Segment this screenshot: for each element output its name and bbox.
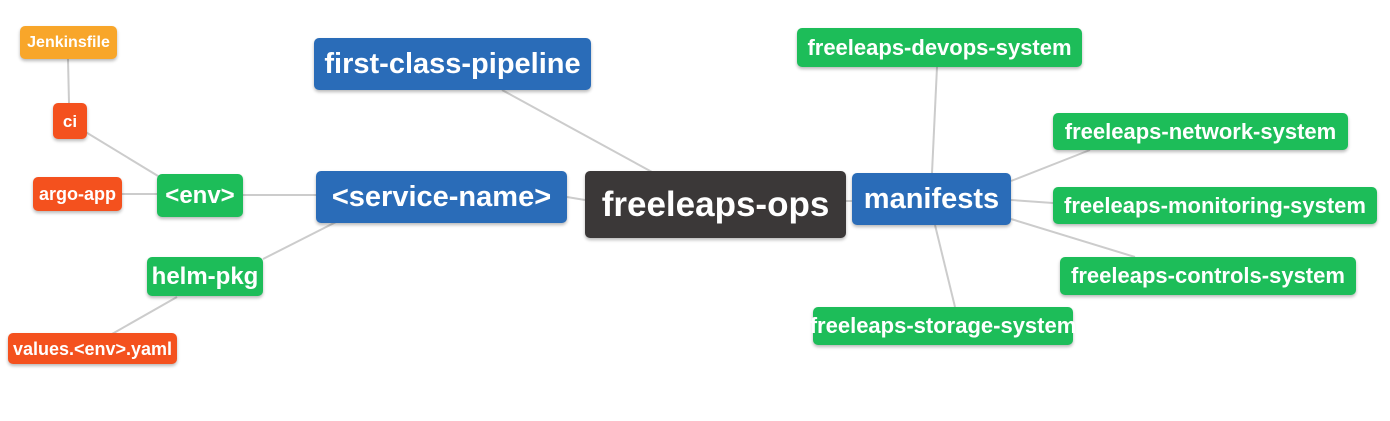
- edge-helmpkg-servicename: [262, 221, 337, 260]
- node-controls-system[interactable]: freeleaps-controls-system: [1060, 257, 1356, 295]
- edge-manifests-storage: [934, 224, 956, 308]
- edge-jenkinsfile-ci: [67, 58, 70, 104]
- edge-manifests-network: [1010, 149, 1091, 182]
- node-network-system[interactable]: freeleaps-network-system: [1053, 113, 1348, 150]
- node-first-class-pipeline[interactable]: first-class-pipeline: [314, 38, 591, 90]
- node-freeleaps-ops[interactable]: freeleaps-ops: [585, 171, 846, 238]
- node-env[interactable]: <env>: [157, 174, 243, 217]
- edge-values-helmpkg: [111, 296, 178, 335]
- edge-manifests-monitoring: [1010, 199, 1054, 204]
- edge-manifests-devops: [931, 66, 938, 174]
- node-storage-system[interactable]: freeleaps-storage-system: [810, 307, 1076, 345]
- node-values-env-yaml[interactable]: values.<env>.yaml: [8, 333, 177, 364]
- node-jenkinsfile[interactable]: Jenkinsfile: [20, 26, 117, 59]
- node-manifests[interactable]: manifests: [852, 173, 1011, 225]
- node-ci[interactable]: ci: [53, 103, 87, 139]
- edge-ci-env: [83, 130, 159, 177]
- node-devops-system[interactable]: freeleaps-devops-system: [797, 28, 1082, 67]
- node-service-name[interactable]: <service-name>: [316, 171, 567, 223]
- edge-servicename-ops: [566, 196, 586, 201]
- node-monitoring-system[interactable]: freeleaps-monitoring-system: [1053, 187, 1377, 224]
- node-helm-pkg[interactable]: helm-pkg: [147, 257, 263, 296]
- edge-manifests-controls: [1010, 218, 1136, 258]
- node-argo-app[interactable]: argo-app: [33, 177, 122, 211]
- edge-pipeline-ops: [501, 89, 653, 173]
